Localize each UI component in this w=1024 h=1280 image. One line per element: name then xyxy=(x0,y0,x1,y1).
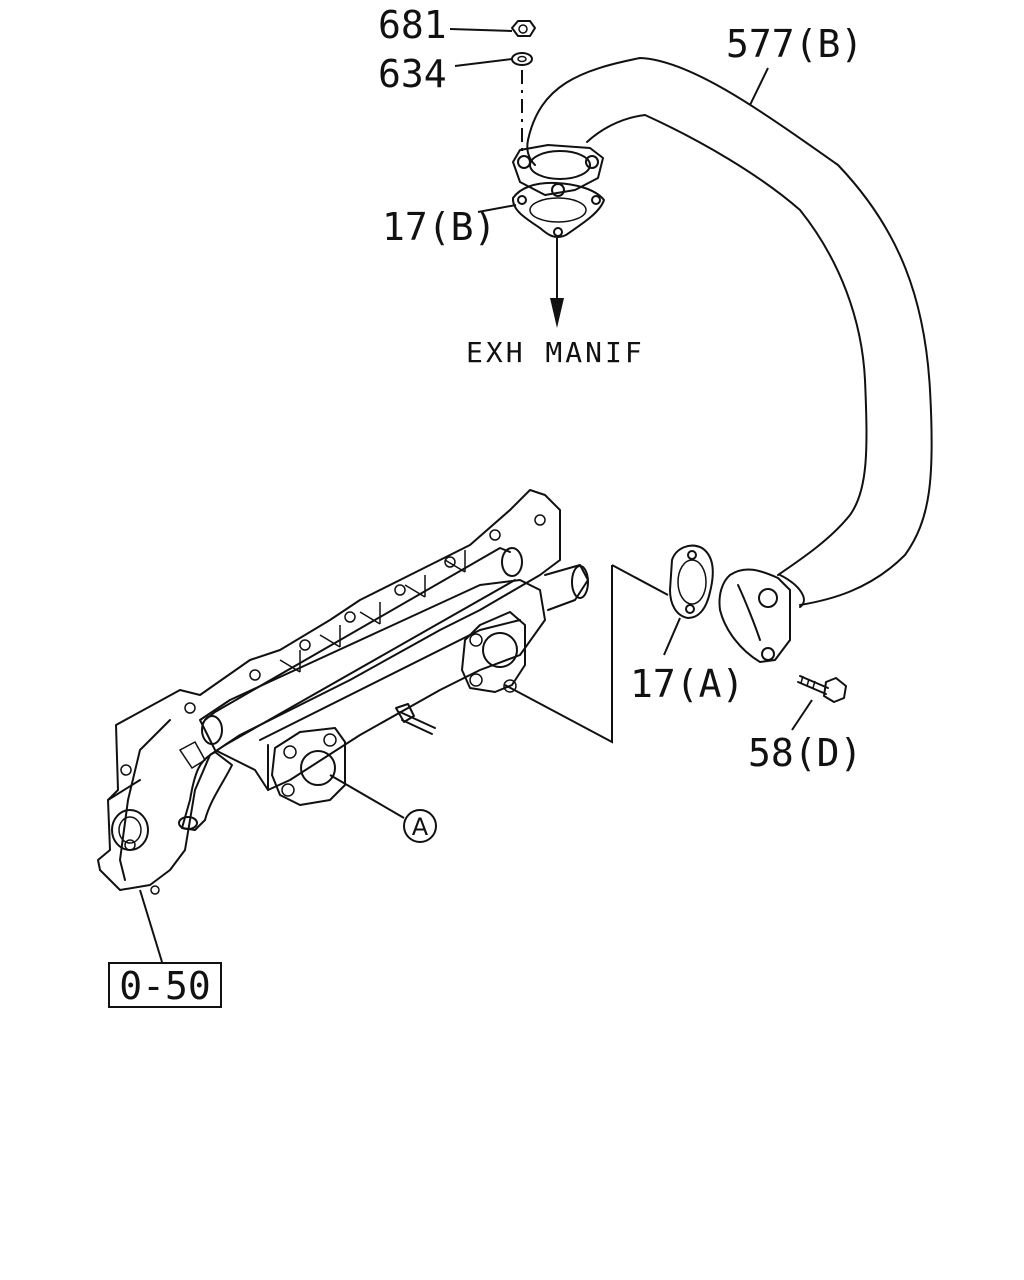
gasket-lower xyxy=(669,544,714,619)
leader-bolt xyxy=(791,699,813,731)
circled-letter-icon: A xyxy=(403,809,437,843)
egr-cooler xyxy=(97,489,589,895)
leader-ref-box xyxy=(139,889,163,963)
leader-gasket-b xyxy=(477,204,517,213)
label-pipe: 577(B) xyxy=(726,22,863,66)
label-nut: 681 xyxy=(378,3,447,47)
nut xyxy=(511,20,536,37)
leader-pipe xyxy=(749,67,769,106)
leader-ref-a xyxy=(329,774,405,819)
direction-note: EXH MANIF xyxy=(466,336,645,369)
connector-line-lower xyxy=(504,565,613,744)
leader-nut xyxy=(449,28,513,32)
bolt xyxy=(797,675,847,703)
reference-box[interactable]: 0-50 xyxy=(108,962,222,1008)
label-bolt: 58(D) xyxy=(748,731,862,775)
label-ref-a: A xyxy=(412,813,429,841)
leader-gasket-a xyxy=(663,617,681,656)
label-gasket-b: 17(B) xyxy=(382,205,496,249)
label-ref-box: 0-50 xyxy=(119,964,211,1008)
exhaust-pipe xyxy=(512,57,933,663)
washer xyxy=(511,52,533,66)
connector-line-upper xyxy=(611,564,669,596)
gasket-upper xyxy=(511,181,605,238)
arrow-down-icon xyxy=(550,238,564,328)
leader-washer xyxy=(454,58,513,67)
label-gasket-a: 17(A) xyxy=(630,662,744,706)
label-washer: 634 xyxy=(378,52,447,96)
